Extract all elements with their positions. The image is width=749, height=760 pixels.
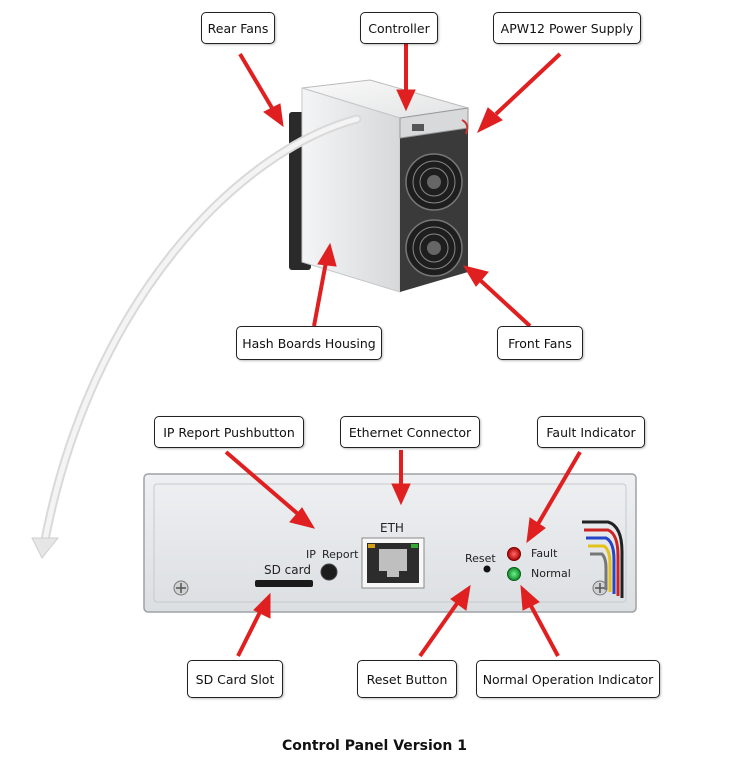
pointer-arrows xyxy=(224,44,582,658)
front-fan-lower xyxy=(405,219,463,277)
screw-left xyxy=(173,580,189,596)
arrow-power-supply xyxy=(494,52,562,116)
miner-unit xyxy=(289,79,469,293)
panel-report-text: Report xyxy=(322,548,359,561)
arrow-front-fans xyxy=(478,278,532,328)
panel-ip-text: IP xyxy=(306,548,316,561)
ip-report-pushbutton xyxy=(320,563,338,581)
fault-led xyxy=(507,547,521,561)
label-reset: Reset Button xyxy=(357,660,457,698)
arrow-reset xyxy=(418,600,460,658)
label-power-supply: APW12 Power Supply xyxy=(493,12,641,44)
label-ethernet: Ethernet Connector xyxy=(340,416,480,448)
label-controller: Controller xyxy=(360,12,438,44)
label-normal: Normal Operation Indicator xyxy=(476,660,660,698)
zoom-arrow xyxy=(31,114,362,559)
panel-normal-text: Normal xyxy=(531,567,571,580)
cable-bundle xyxy=(582,520,624,598)
arrow-hash-boards xyxy=(312,261,328,327)
label-ip-report: IP Report Pushbutton xyxy=(154,416,304,448)
controller-port xyxy=(412,124,424,131)
panel-sd-card-text: SD card xyxy=(264,563,311,577)
label-rear-fans: Rear Fans xyxy=(201,12,275,44)
panel-fault-text: Fault xyxy=(531,547,558,560)
ethernet-port xyxy=(361,537,425,589)
arrow-ip-report xyxy=(224,450,300,516)
arrow-sd-card xyxy=(236,611,262,657)
arrow-rear-fans xyxy=(238,52,274,110)
control-panel xyxy=(143,473,637,613)
label-fault: Fault Indicator xyxy=(537,416,645,448)
sd-card-slot xyxy=(255,580,313,587)
diagram-caption: Control Panel Version 1 xyxy=(281,738,467,754)
arrow-fault xyxy=(536,450,582,526)
front-fan-upper xyxy=(405,153,463,211)
reset-button xyxy=(483,565,491,573)
arrow-normal xyxy=(528,603,560,657)
normal-led xyxy=(507,567,521,581)
label-sd-card: SD Card Slot xyxy=(187,660,283,698)
label-hash-boards: Hash Boards Housing xyxy=(236,326,382,360)
label-front-fans: Front Fans xyxy=(497,326,583,360)
panel-reset-text: Reset xyxy=(465,552,496,565)
psu-cables xyxy=(461,119,469,135)
panel-eth-text: ETH xyxy=(380,521,404,535)
